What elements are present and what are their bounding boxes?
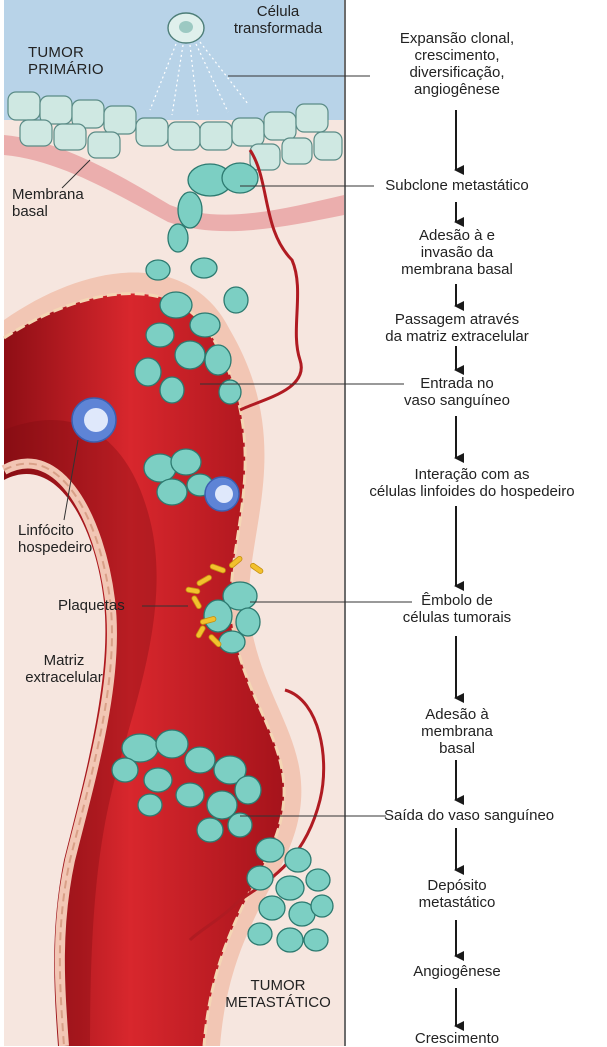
tumor-metastatico-label: TUMOR METASTÁTICO <box>208 977 348 1011</box>
linfocito-label: Linfócito hospedeiro <box>18 522 92 556</box>
step-embolo: Êmbolo de células tumorais <box>352 592 562 626</box>
plaquetas-label: Plaquetas <box>58 597 125 614</box>
tumor-primario-label: TUMOR PRIMÁRIO <box>28 44 104 78</box>
step-entrada-vaso: Entrada no vaso sanguíneo <box>352 375 562 409</box>
step-saida-vaso: Saída do vaso sanguíneo <box>384 807 606 824</box>
celula-transformada-label: Célula transformada <box>218 3 338 37</box>
step-adesao-invasao: Adesão à e invasão da membrana basal <box>352 227 562 278</box>
step-passagem-matriz: Passagem através da matriz extracelular <box>352 311 562 345</box>
lymphocyte-cell <box>72 398 116 442</box>
step-deposito: Depósito metastático <box>352 877 562 911</box>
lymphocyte-cell <box>205 477 239 511</box>
step-adesao-membrana: Adesão à membrana basal <box>352 706 562 757</box>
matriz-label: Matriz extracelular <box>4 652 124 686</box>
step-expansao-clonal: Expansão clonal, crescimento, diversific… <box>352 30 562 98</box>
step-crescimento: Crescimento <box>352 1030 562 1047</box>
step-interacao-linfoides: Interação com as células linfoides do ho… <box>340 466 604 500</box>
membrana-basal-label: Membrana basal <box>12 186 84 220</box>
step-subclone-metastatico: Subclone metastático <box>352 177 562 194</box>
step-angiogenese: Angiogênese <box>352 963 562 980</box>
